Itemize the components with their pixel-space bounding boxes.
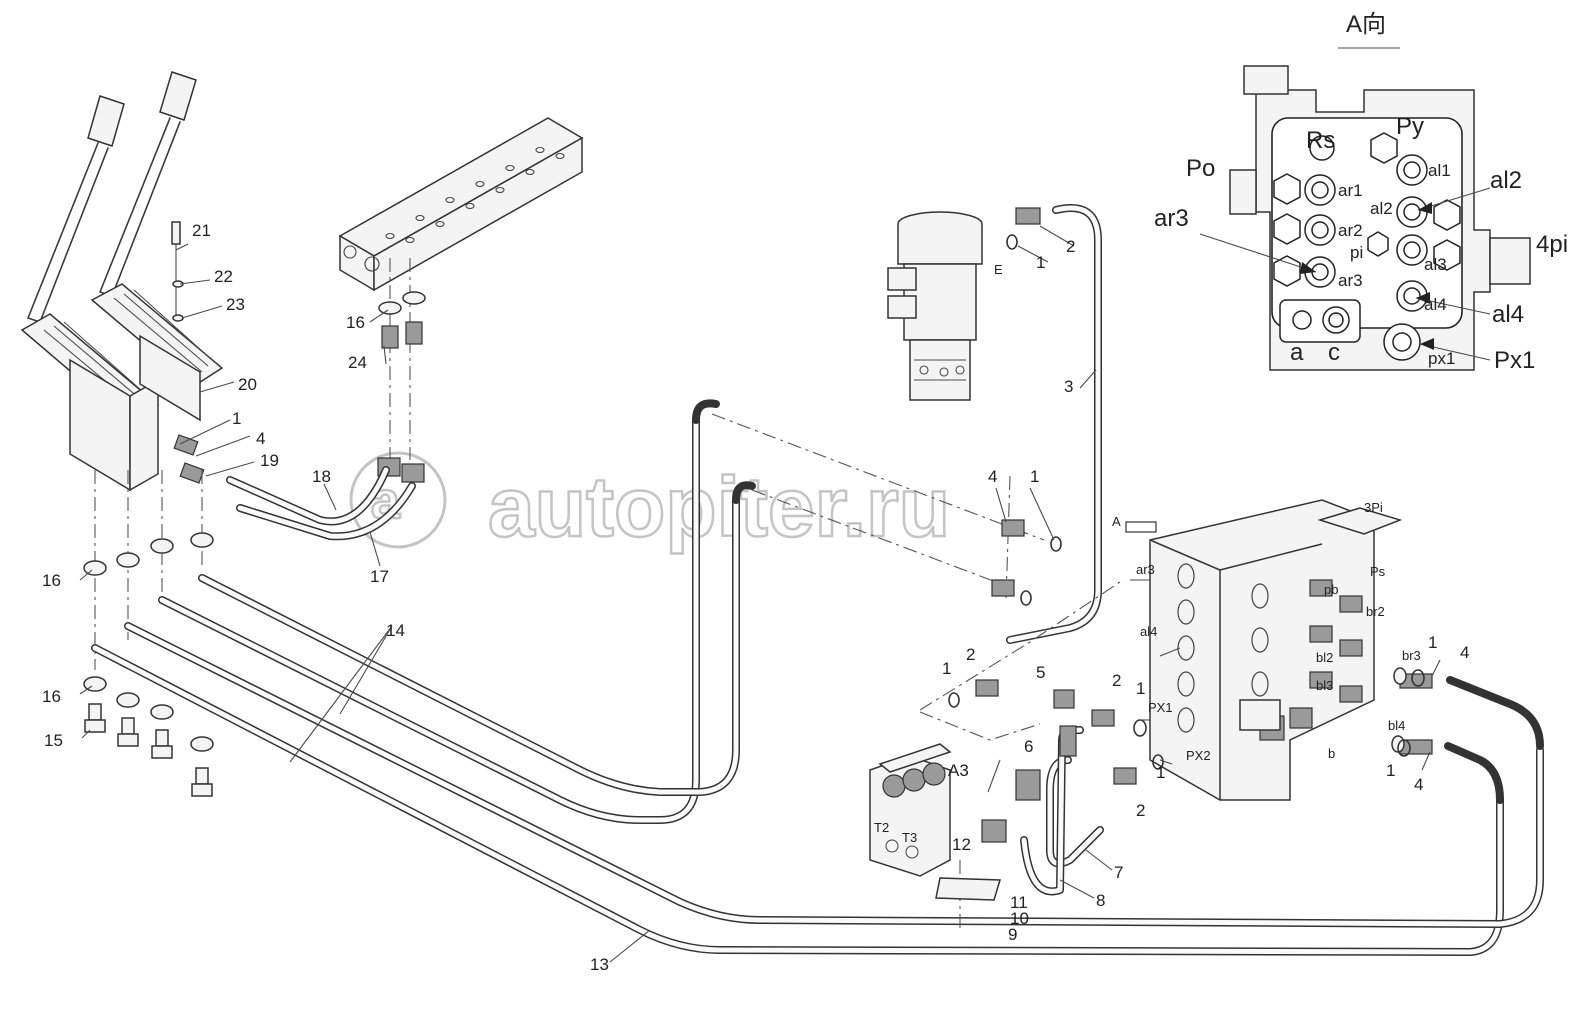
- port-rs: Rs: [1306, 127, 1335, 154]
- callout-7: 7: [1114, 863, 1123, 882]
- callout-4-right-low: 4: [1414, 775, 1423, 794]
- callout-19: 19: [260, 451, 279, 470]
- label-a-view: A: [1112, 514, 1121, 529]
- label-e: E: [994, 262, 1003, 277]
- label-t2: T2: [874, 820, 889, 835]
- port-px1: px1: [1428, 349, 1455, 368]
- port-py: Py: [1396, 113, 1424, 140]
- callout-1-mid: 1: [1030, 467, 1039, 486]
- solenoid-valve: [869, 743, 1001, 901]
- callout-1-swivel: 1: [1036, 253, 1045, 272]
- label-al4-valve: al4: [1140, 624, 1157, 639]
- port-c: c: [1328, 339, 1340, 366]
- label-ps: Ps: [1370, 564, 1386, 579]
- callout-1-right: 1: [1428, 633, 1437, 652]
- callout-2-left: 2: [966, 645, 975, 664]
- callout-4-mid: 4: [988, 467, 997, 486]
- label-bl2: bl2: [1316, 650, 1333, 665]
- callout-21: 21: [192, 221, 211, 240]
- callout-16-bottom: 16: [42, 687, 61, 706]
- o-rings: [948, 234, 1425, 770]
- view-a-title: A向: [1346, 11, 1386, 38]
- callout-12: 12: [952, 835, 971, 854]
- view-a-ports: [1273, 132, 1461, 361]
- callout-1-right-low: 1: [1386, 761, 1395, 780]
- callout-1-low: 1: [1156, 763, 1165, 782]
- port-al3: al3: [1424, 255, 1447, 274]
- port-al2-leader: al2: [1490, 167, 1522, 194]
- swivel-joint: [887, 211, 983, 401]
- callout-22: 22: [214, 267, 233, 286]
- label-a3: A3: [948, 761, 969, 780]
- watermark: a autopiter.ru: [349, 451, 951, 555]
- label-bl3: bl3: [1316, 678, 1333, 693]
- callout-17: 17: [370, 567, 389, 586]
- view-a-panel: [1199, 47, 1531, 371]
- callout-2-swivel: 2: [1066, 237, 1075, 256]
- callout-1-left: 1: [942, 659, 951, 678]
- callout-1-pedal: 1: [232, 409, 241, 428]
- port-ar1: ar1: [1338, 181, 1363, 200]
- callout-10: 10: [1010, 909, 1029, 928]
- port-4pi: 4pi: [1536, 231, 1568, 258]
- label-br3: br3: [1402, 648, 1421, 663]
- port-a: a: [1290, 339, 1304, 366]
- callout-1-valve: 1: [1136, 679, 1145, 698]
- callout-14: 14: [386, 621, 405, 640]
- port-al1: al1: [1428, 161, 1451, 180]
- callout-5: 5: [1036, 663, 1045, 682]
- callout-11: 11: [1010, 893, 1028, 912]
- label-pb: pb: [1324, 582, 1338, 597]
- valve-labels: E A ar3 al4 PX1 PX2 A3 T2 T3 3Pi Ps pb b…: [874, 262, 1421, 845]
- label-t3: T3: [902, 830, 917, 845]
- port-ar2: ar2: [1338, 221, 1363, 240]
- port-al2: al2: [1370, 199, 1393, 218]
- label-bl4: bl4: [1388, 718, 1405, 733]
- callout-2-valve: 2: [1112, 671, 1121, 690]
- hose-lines: [91, 204, 1544, 956]
- control-valve: [1149, 499, 1433, 801]
- callout-8: 8: [1096, 891, 1105, 910]
- callout-4-right: 4: [1460, 643, 1469, 662]
- port-ar3-leader: ar3: [1154, 205, 1189, 232]
- watermark-text: autopiter.ru: [488, 460, 950, 554]
- label-px1-valve: PX1: [1148, 700, 1173, 715]
- callout-15: 15: [44, 731, 63, 750]
- port-pi: pi: [1350, 243, 1363, 262]
- label-px2-valve: PX2: [1186, 748, 1211, 763]
- pedal-assembly: [20, 71, 224, 797]
- callout-2-low: 2: [1136, 801, 1145, 820]
- label-br2: br2: [1366, 604, 1385, 619]
- callout-20: 20: [238, 375, 257, 394]
- callout-23: 23: [226, 295, 245, 314]
- manifold-block: [338, 117, 584, 483]
- port-po: Po: [1186, 155, 1215, 182]
- callout-18: 18: [312, 467, 331, 486]
- callout-6: 6: [1024, 737, 1033, 756]
- callout-24: 24: [348, 353, 367, 372]
- port-al4: al4: [1424, 295, 1447, 314]
- label-b: b: [1328, 746, 1335, 761]
- port-ar3: ar3: [1338, 271, 1363, 290]
- port-px1-leader: Px1: [1494, 347, 1535, 374]
- callout-16-left: 16: [42, 571, 61, 590]
- callout-9: 9: [1008, 925, 1017, 944]
- label-3pi: 3Pi: [1364, 500, 1383, 515]
- callout-3: 3: [1064, 377, 1073, 396]
- callout-16-top: 16: [346, 313, 365, 332]
- fittings: [975, 207, 1137, 843]
- port-al4-leader: al4: [1492, 301, 1524, 328]
- label-ar3-valve: ar3: [1136, 562, 1155, 577]
- callout-numbers: 21 22 23 20 1 4 19 18 17 16 24 16 16 15 …: [42, 221, 1469, 974]
- callout-leaders: [79, 225, 1441, 963]
- callout-13: 13: [590, 955, 609, 974]
- callout-4-pedal: 4: [256, 429, 265, 448]
- view-a-labels: A向 Rs Py Po ar1 ar2 ar3 al1 al2 al3 al4 …: [1154, 11, 1568, 374]
